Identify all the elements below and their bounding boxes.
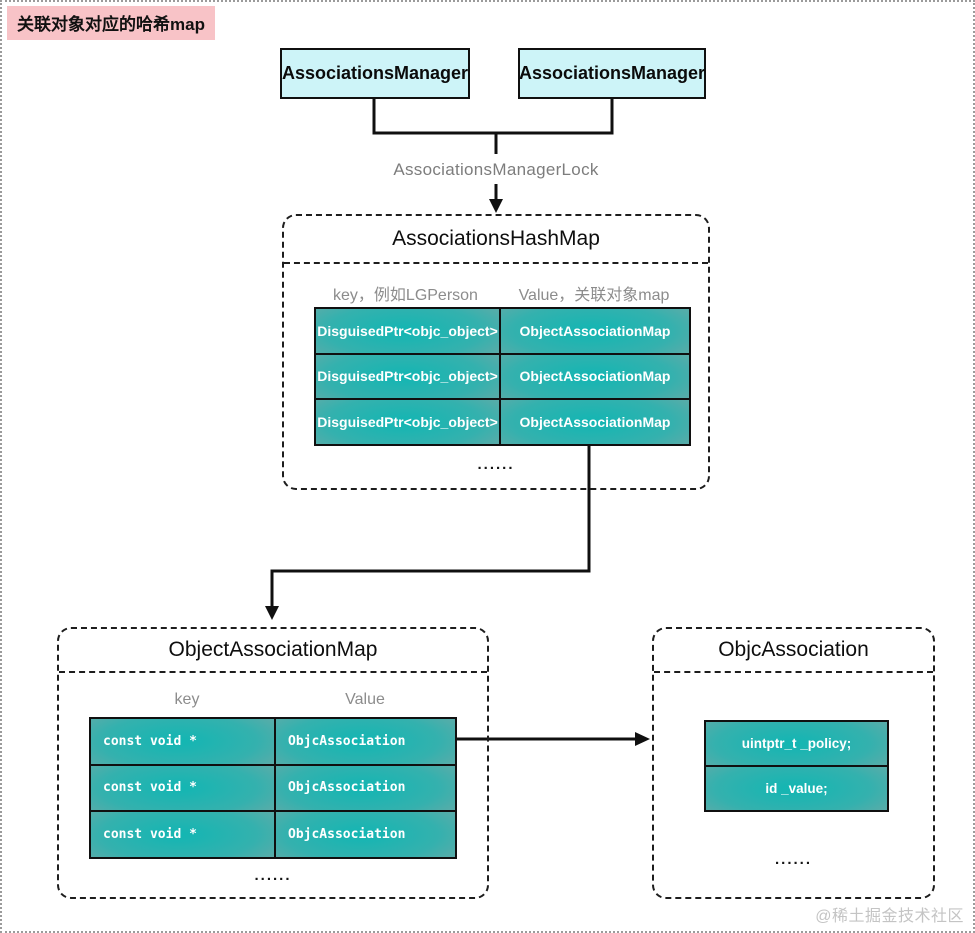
associations-manager-box-right: AssociationsManager (518, 48, 706, 99)
objc-association-title: ObjcAssociation (654, 629, 933, 673)
associations-hashmap-box: AssociationsHashMap key，例如LGPerson Value… (282, 214, 710, 490)
oam-ellipsis: ...... (254, 867, 292, 884)
table-cell-value: ObjectAssociationMap (501, 354, 689, 399)
table-cell-key: const void * (91, 765, 274, 811)
table-cell-value: ObjcAssociation (276, 812, 455, 857)
hashmap-value-column-header: Value，关联对象map (518, 287, 670, 304)
table-cell-key: DisguisedPtr<objc_object> (316, 354, 499, 399)
table-cell-key: const void * (91, 812, 274, 857)
watermark: @稀土掘金技术社区 (815, 908, 964, 925)
objc-association-box: ObjcAssociation uintptr_t _policy; id _v… (652, 627, 935, 899)
hashmap-ellipsis: ...... (477, 456, 515, 473)
table-cell-key: const void * (91, 719, 274, 764)
table-cell-key: DisguisedPtr<objc_object> (316, 309, 499, 353)
table-cell-value: ObjcAssociation (276, 765, 455, 811)
associations-hashmap-title: AssociationsHashMap (284, 216, 708, 264)
table-cell-value: ObjcAssociation (276, 719, 455, 764)
associations-manager-lock-label: AssociationsManagerLock (393, 160, 599, 179)
object-association-map-title: ObjectAssociationMap (59, 629, 487, 673)
oa-ellipsis: ...... (774, 851, 812, 868)
field-value: id _value; (706, 767, 887, 810)
oam-value-column-header: Value (345, 691, 385, 708)
field-policy: uintptr_t _policy; (706, 722, 887, 765)
objc-association-fields: uintptr_t _policy; id _value; (704, 720, 889, 812)
page-title: 关联对象对应的哈希map (7, 6, 215, 40)
table-cell-key: DisguisedPtr<objc_object> (316, 400, 499, 444)
table-cell-value: ObjectAssociationMap (501, 400, 689, 444)
object-association-map-table: const void * ObjcAssociation const void … (89, 717, 457, 859)
oam-key-column-header: key (174, 691, 200, 708)
object-association-map-box: ObjectAssociationMap key Value const voi… (57, 627, 489, 899)
hashmap-table: DisguisedPtr<objc_object> ObjectAssociat… (314, 307, 691, 446)
hashmap-key-column-header: key，例如LGPerson (333, 287, 478, 304)
associations-manager-box-left: AssociationsManager (280, 48, 470, 99)
table-cell-value: ObjectAssociationMap (501, 309, 689, 353)
